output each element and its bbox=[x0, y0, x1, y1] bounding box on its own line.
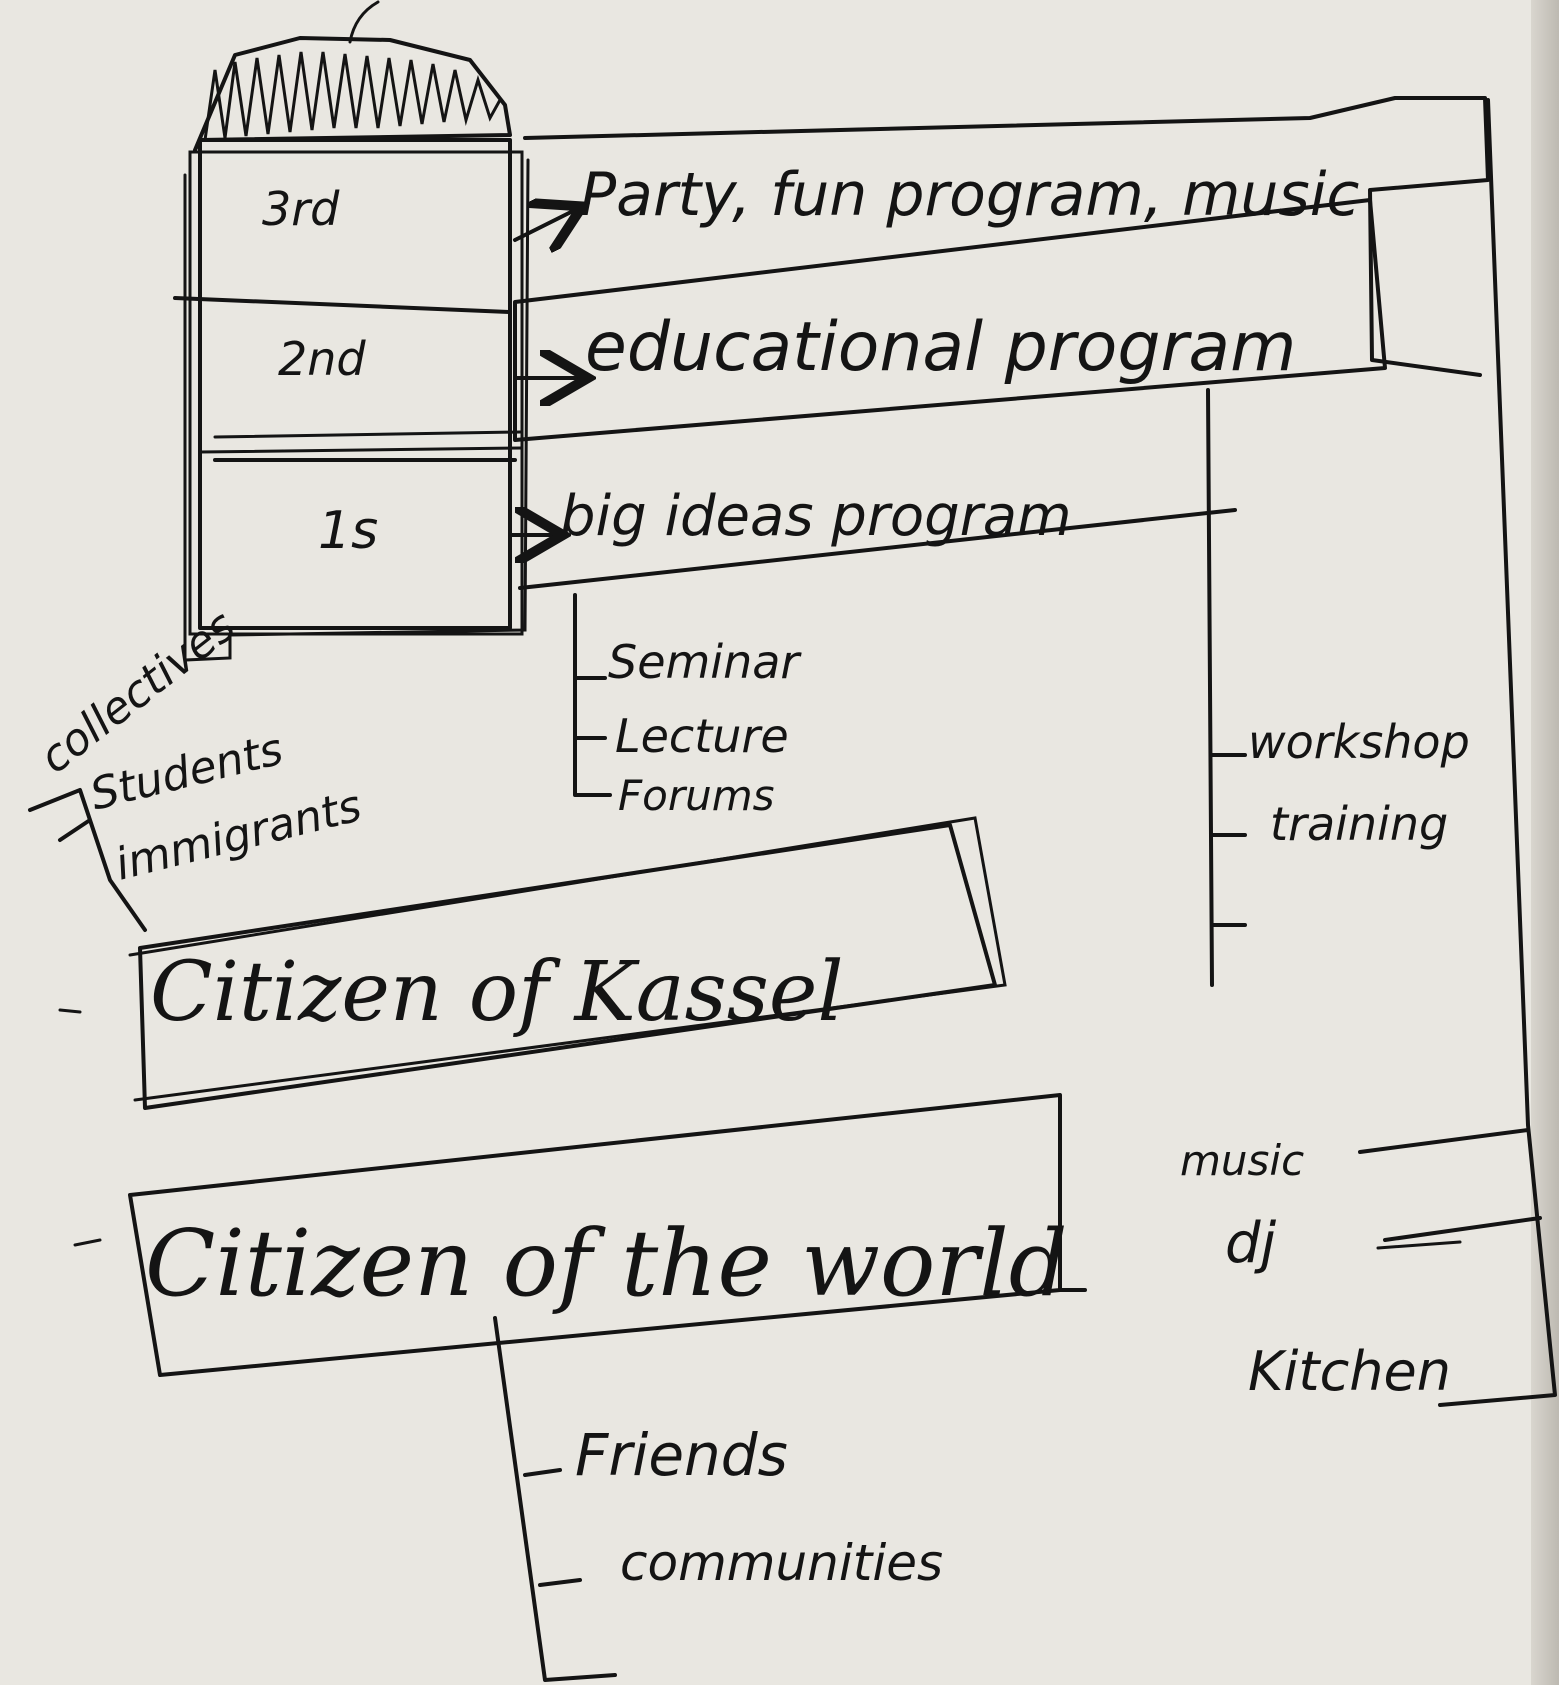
party-arrow bbox=[513, 210, 575, 240]
big-ideas-underline bbox=[518, 508, 1237, 590]
kassel-dash bbox=[58, 1008, 82, 1014]
paper-edge bbox=[1531, 0, 1559, 1685]
kassel-groups-branch bbox=[28, 788, 147, 932]
building-body-outline bbox=[188, 150, 524, 636]
big-ideas-tree: Seminar Lecture Forums bbox=[573, 593, 802, 820]
kassel-groups-tree: collectives Students immigrants bbox=[28, 600, 366, 932]
building-body bbox=[198, 138, 512, 630]
music-label: music bbox=[1180, 1136, 1304, 1185]
building-mast bbox=[348, 0, 380, 44]
floor-label-3rd: 3rd bbox=[262, 182, 340, 236]
building-roof bbox=[193, 36, 512, 152]
kassel-box-outline bbox=[128, 816, 1007, 1102]
floor-label-2nd: 2nd bbox=[278, 332, 366, 386]
educational-tree-branch bbox=[1206, 388, 1247, 987]
seminar-label: Seminar bbox=[608, 635, 802, 689]
educational-tree: workshop training bbox=[1206, 388, 1470, 987]
roof-scribble bbox=[203, 51, 502, 142]
educational-program-group: educational program bbox=[513, 198, 1387, 442]
floor-divider-2b bbox=[213, 430, 522, 439]
lecture-label: Lecture bbox=[615, 709, 789, 763]
big-ideas-program-label: big ideas program bbox=[560, 484, 1072, 549]
educational-program-label: educational program bbox=[585, 308, 1296, 387]
forums-label: Forums bbox=[618, 771, 775, 820]
big-ideas-tree-branch bbox=[573, 593, 612, 797]
world-box bbox=[128, 1093, 1087, 1377]
workshop-label: workshop bbox=[1248, 715, 1470, 769]
building bbox=[173, 0, 530, 662]
world-groups-branch bbox=[493, 1316, 617, 1682]
world-groups-tree: Friends communities bbox=[493, 1316, 943, 1682]
dj-arrow bbox=[1376, 1240, 1462, 1250]
kassel-label: Citizen of Kassel bbox=[150, 945, 844, 1040]
party-tree: music dj Kitchen bbox=[1180, 98, 1557, 1407]
friends-label: Friends bbox=[575, 1421, 788, 1489]
floor-divider-1 bbox=[173, 296, 512, 314]
world-label: Citizen of the world bbox=[145, 1210, 1068, 1317]
training-label: training bbox=[1270, 797, 1448, 851]
dj-label: dj bbox=[1225, 1211, 1277, 1276]
kitchen-label: Kitchen bbox=[1248, 1340, 1451, 1403]
kassel-group: Citizen of Kassel bbox=[58, 816, 1007, 1110]
world-dash bbox=[73, 1238, 102, 1247]
floor-divider-2c bbox=[198, 446, 524, 454]
party-program-box bbox=[523, 96, 1490, 377]
floor-label-1s: 1s bbox=[318, 501, 378, 561]
building-base bbox=[183, 158, 530, 662]
communities-label: communities bbox=[620, 1534, 943, 1592]
world-group: Citizen of the world bbox=[73, 1093, 1087, 1377]
big-ideas-program-group: big ideas program bbox=[508, 484, 1237, 590]
party-tree-branch bbox=[1358, 98, 1557, 1407]
educational-program-box bbox=[513, 198, 1387, 442]
party-program-label: Party, fun program, music bbox=[580, 160, 1359, 230]
